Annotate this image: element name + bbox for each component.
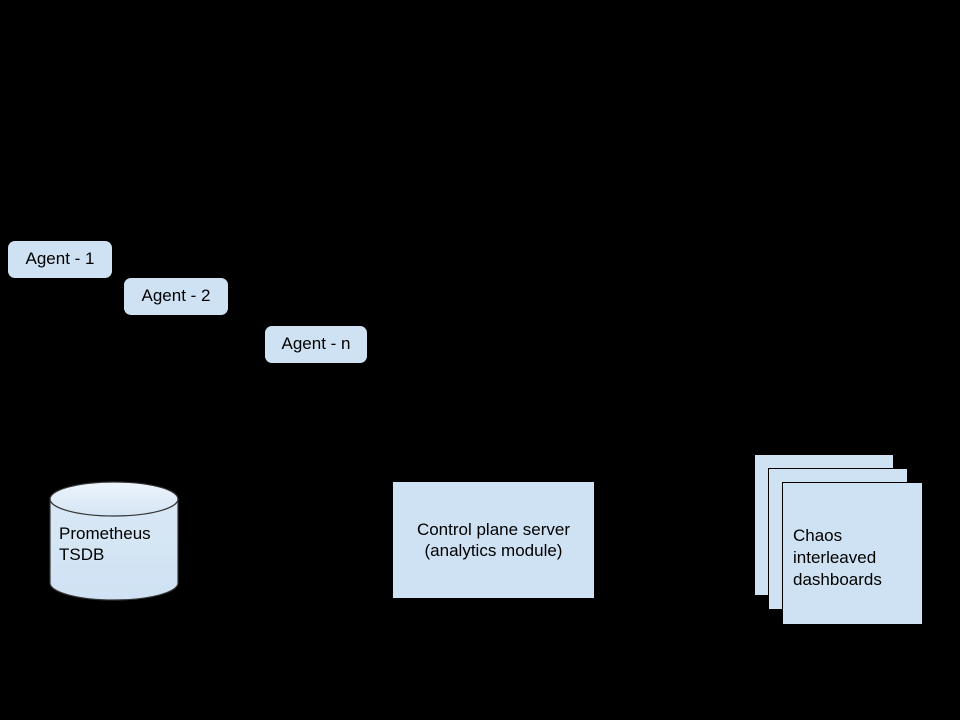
node-agent-1[interactable]: Agent - 1 [8,241,112,278]
node-chaos-interleaved-dashboards[interactable]: Chaos interleaved dashboards [754,454,924,626]
node-control-plane-server-label: Control plane server (analytics module) [416,520,571,560]
node-agent-1-label: Agent - 1 [25,249,95,269]
node-prometheus-tsdb[interactable]: Prometheus TSDB [49,481,179,601]
node-control-plane-server[interactable]: Control plane server (analytics module) [393,482,594,598]
dashboard-sheet-front [782,482,923,625]
node-agent-n-label: Agent - n [281,334,351,354]
node-agent-n[interactable]: Agent - n [265,326,367,363]
cylinder-shape-icon [49,481,179,601]
node-agent-2-label: Agent - 2 [141,286,211,306]
node-agent-2[interactable]: Agent - 2 [124,278,228,315]
node-prometheus-tsdb-label: Prometheus TSDB [59,524,151,564]
node-chaos-interleaved-dashboards-label: Chaos interleaved dashboards [793,526,882,589]
